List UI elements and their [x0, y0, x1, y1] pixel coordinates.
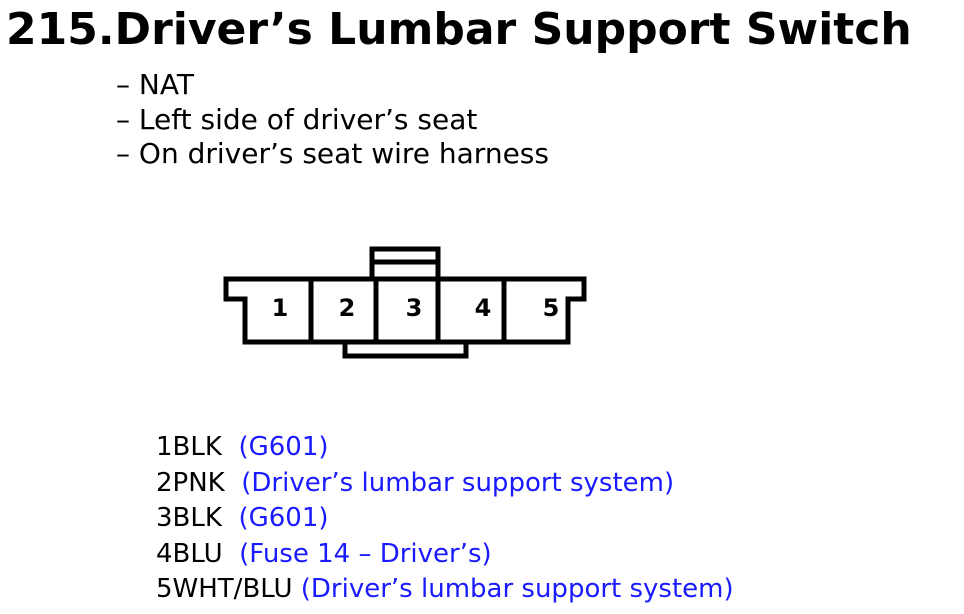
pin-label-1: 1 — [272, 294, 289, 322]
pin-label-2: 2 — [339, 294, 356, 322]
note-item: – Left side of driver’s seat — [116, 102, 478, 136]
page-title: 215.Driver’s Lumbar Support Switch — [6, 4, 912, 55]
pin-row: 5WHT/BLU (Driver’s lumbar support system… — [156, 572, 734, 608]
pin-description: (G601) — [238, 432, 329, 462]
location-notes: – NAT – Left side of driver’s seat – On … — [116, 68, 549, 172]
pin-code: 3BLK — [156, 503, 222, 533]
connector-housing — [223, 276, 587, 345]
pin-code: 4BLU — [156, 538, 223, 569]
connector-bottom-key — [342, 342, 469, 359]
pin-description: (Driver’s lumbar support system) — [300, 574, 734, 604]
pin-row: 1BLK (G601) — [156, 430, 734, 466]
pin-description: (Driver’s lumbar support system) — [241, 467, 675, 498]
pin-label-4: 4 — [475, 294, 492, 322]
pin-row: 4BLU (Fuse 14 – Driver’s) — [156, 537, 734, 573]
pin-row: 3BLK (G601) — [156, 501, 734, 537]
pin-label-5: 5 — [543, 294, 560, 322]
pin-code: 2PNK — [156, 467, 225, 498]
pin-code: 5WHT/BLU — [156, 574, 293, 604]
pin-label-3: 3 — [406, 294, 423, 322]
note-item: – NAT — [116, 68, 194, 101]
note-item: – On driver’s seat wire harness — [116, 137, 549, 170]
pin-list: 1BLK (G601) 2PNK (Driver’s lumbar suppor… — [156, 430, 734, 608]
pin-row: 2PNK (Driver’s lumbar support system) — [156, 466, 734, 502]
pin-code: 1BLK — [156, 432, 222, 462]
pin-description: (Fuse 14 – Driver’s) — [239, 538, 492, 569]
pin-description: (G601) — [238, 503, 329, 533]
